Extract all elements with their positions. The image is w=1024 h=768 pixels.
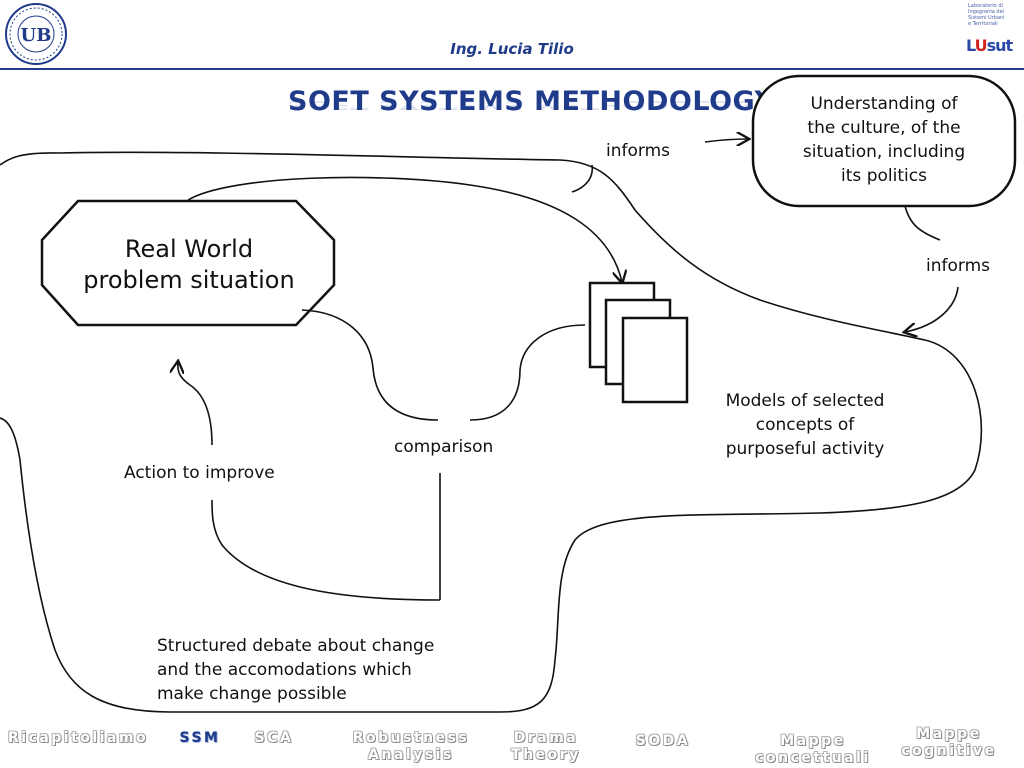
seal-letters: UB [21, 25, 52, 46]
informs-top-curl [571, 164, 594, 193]
nav-drama-theory[interactable]: Drama Theory [511, 730, 581, 763]
nav-mappe-concettuali[interactable]: Mappe concettuali [755, 733, 871, 766]
models-label: Models of selected concepts of purposefu… [725, 391, 885, 459]
informs-right-curl [904, 205, 941, 241]
action-label: Action to improve [124, 463, 275, 483]
model-page-front [621, 316, 689, 404]
comparison-left-arc [301, 309, 439, 421]
footer-nav: Ricapitoliamo SSM SCA Robustness Analysi… [0, 722, 1024, 768]
nav-ricapitoliamo[interactable]: Ricapitoliamo [8, 730, 149, 746]
nav-sca[interactable]: SCA [254, 730, 294, 746]
comparison-right-arc [469, 324, 586, 421]
debate-to-action-curve [211, 499, 441, 601]
real-world-octagon [40, 199, 336, 327]
informs-right-label: informs [926, 256, 990, 276]
situation-boundary [0, 151, 983, 713]
university-seal-logo: UB [4, 2, 68, 66]
nav-mappe-cognitive[interactable]: Mappe cognitive [901, 726, 997, 759]
lab-logo-text: Laboratorio di Ingegneria dei Sistemi Ur… [968, 3, 1005, 27]
action-arrow [178, 362, 213, 446]
lab-logo-mark: LUsut [966, 36, 1013, 55]
real-world-label: Real World problem situation [83, 235, 295, 294]
informs-top-arrow [704, 139, 748, 142]
understanding-box [751, 74, 1017, 208]
page-title: SOFT SYSTEMS METHODOLOGY [288, 86, 775, 117]
comparison-label: comparison [394, 437, 494, 457]
author-name: Ing. Lucia Tilio [450, 40, 574, 58]
nav-soda[interactable]: SODA [635, 733, 691, 749]
understanding-label: Understanding of the culture, of the sit… [802, 94, 966, 186]
debate-label: Structured debate about change and the a… [157, 636, 435, 704]
informs-right-arrow [905, 286, 959, 332]
arrow-realworld-to-models [187, 176, 622, 282]
nav-ssm[interactable]: SSM [179, 730, 221, 746]
header-divider [0, 68, 1024, 70]
nav-robustness-analysis[interactable]: Robustness Analysis [352, 730, 470, 763]
informs-top-label: informs [606, 141, 670, 161]
